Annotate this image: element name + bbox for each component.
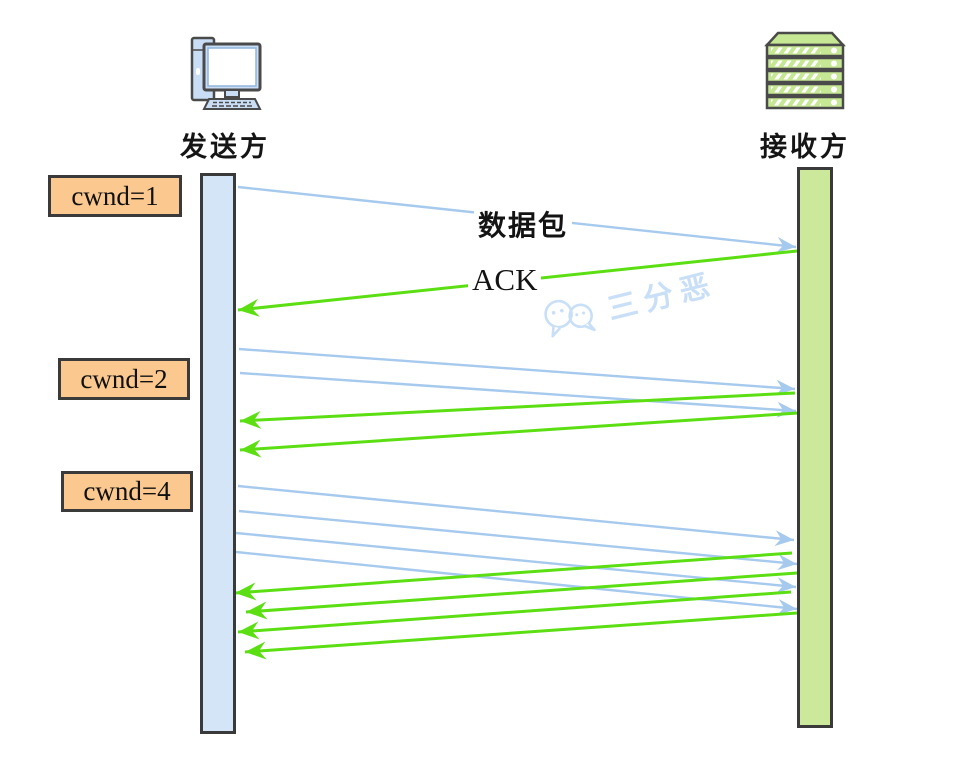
cwnd-1-box: cwnd=1 [48, 175, 182, 217]
watermark: 三分恶 [535, 245, 727, 358]
ack-arrow-group [234, 249, 799, 660]
sender-lifeline [200, 173, 236, 734]
wechat-icon [544, 299, 596, 338]
data-packet-arrow [238, 347, 796, 396]
data-packet-arrow [237, 484, 795, 547]
data-packet-arrow [235, 531, 797, 594]
packet-label: 数据包 [474, 204, 573, 244]
ack-arrow [239, 411, 799, 458]
sender-endpoint: 发送方 [170, 28, 280, 164]
data-packet-arrow [238, 509, 798, 571]
ack-arrow [245, 571, 798, 620]
sender-label: 发送方 [180, 132, 270, 162]
receiver-lifeline [797, 167, 833, 728]
server-icon [764, 31, 846, 110]
receiver-label: 接收方 [760, 132, 850, 162]
computer-icon [190, 36, 262, 110]
cwnd-2-label: cwnd=2 [80, 363, 168, 394]
ack-arrow [234, 551, 793, 601]
ack-arrow [244, 611, 798, 660]
cwnd-4-box: cwnd=4 [61, 471, 193, 512]
cwnd-2-box: cwnd=2 [58, 358, 190, 400]
receiver-endpoint: 接收方 [755, 30, 855, 164]
data-packet-arrow [239, 371, 797, 418]
cwnd-4-label: cwnd=4 [83, 476, 171, 506]
cwnd-1-label: cwnd=1 [71, 180, 159, 211]
ack-arrow [239, 391, 796, 429]
ack-label: ACK [468, 262, 542, 298]
ack-arrow [237, 590, 792, 640]
